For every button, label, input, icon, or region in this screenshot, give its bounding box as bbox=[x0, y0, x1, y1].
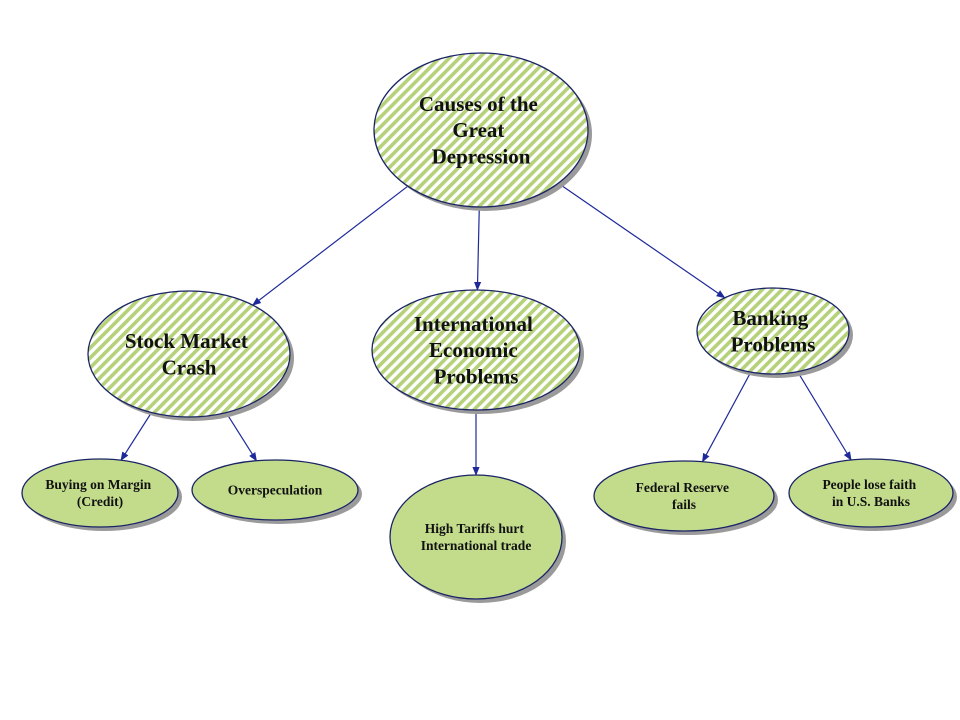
node-international-line-1: International bbox=[414, 312, 533, 336]
node-banking-label: Banking Problems bbox=[731, 306, 816, 356]
node-tariffs-line-1: High Tariffs hurt bbox=[425, 521, 525, 536]
node-faith-line-2: in U.S. Banks bbox=[832, 494, 910, 509]
node-tariffs-ellipse bbox=[389, 474, 563, 600]
node-buying-on-margin: Buying on Margin (Credit) bbox=[21, 458, 182, 531]
node-tariffs-line-2: International trade bbox=[421, 538, 532, 553]
node-international-ellipse bbox=[371, 289, 581, 411]
node-root-line-1: Causes of the bbox=[419, 92, 538, 116]
node-international-label: International Economic Problems bbox=[414, 312, 538, 389]
arrow-root-to-international bbox=[473, 206, 482, 291]
node-international-economic-problems: International Economic Problems bbox=[371, 289, 584, 414]
node-federal-line-1: Federal Reserve bbox=[636, 480, 729, 495]
node-banking-line-1: Banking bbox=[732, 306, 808, 330]
node-faith-ellipse bbox=[788, 458, 954, 528]
arrow-banking-to-federal bbox=[701, 371, 752, 463]
node-stock-ellipse bbox=[87, 290, 291, 418]
connector-arrows bbox=[120, 182, 852, 476]
arrow-root-to-stock bbox=[251, 185, 409, 306]
node-overspeculation: Overspeculation bbox=[191, 459, 362, 524]
node-people-lose-faith: People lose faith in U.S. Banks bbox=[788, 458, 957, 531]
node-federal-label: Federal Reserve fails bbox=[636, 480, 733, 512]
node-tariffs-label: High Tariffs hurt International trade bbox=[421, 521, 532, 553]
node-federal-reserve-fails: Federal Reserve fails bbox=[593, 460, 778, 535]
node-margin-line-1: Buying on Margin bbox=[45, 477, 151, 492]
arrow-banking-to-faith bbox=[797, 371, 852, 461]
node-stock-line-2: Crash bbox=[162, 355, 217, 379]
node-margin-label: Buying on Margin (Credit) bbox=[45, 477, 154, 509]
node-root-line-3: Depression bbox=[432, 144, 531, 168]
node-international-line-2: Economic bbox=[429, 338, 518, 362]
node-banking-line-2: Problems bbox=[731, 332, 816, 356]
arrow-stock-to-overspeculation bbox=[225, 412, 258, 462]
node-root-line-2: Great bbox=[452, 118, 504, 142]
node-root: Causes of the Great Depression bbox=[373, 52, 592, 211]
node-faith-line-1: People lose faith bbox=[822, 477, 916, 492]
node-banking-ellipse bbox=[696, 287, 850, 375]
node-root-label: Causes of the Great Depression bbox=[419, 92, 543, 168]
node-margin-line-2: (Credit) bbox=[77, 494, 123, 509]
node-federal-ellipse bbox=[593, 460, 775, 532]
node-banking-problems: Banking Problems bbox=[696, 287, 853, 378]
arrow-root-to-banking bbox=[557, 182, 726, 299]
node-overspeculation-ellipse bbox=[191, 459, 359, 521]
node-faith-label: People lose faith in U.S. Banks bbox=[822, 477, 919, 509]
node-high-tariffs: High Tariffs hurt International trade bbox=[389, 474, 566, 603]
node-international-line-3: Problems bbox=[434, 364, 519, 388]
node-margin-ellipse bbox=[21, 458, 179, 528]
node-overspeculation-line-1: Overspeculation bbox=[228, 483, 323, 498]
arrow-stock-to-margin bbox=[120, 412, 153, 462]
node-federal-line-2: fails bbox=[672, 497, 696, 512]
node-stock-line-1: Stock Market bbox=[125, 329, 248, 353]
node-root-ellipse bbox=[373, 52, 589, 208]
node-stock-market-crash: Stock Market Crash bbox=[87, 290, 294, 421]
node-stock-label: Stock Market Crash bbox=[125, 329, 253, 379]
node-overspeculation-label: Overspeculation bbox=[228, 483, 323, 498]
